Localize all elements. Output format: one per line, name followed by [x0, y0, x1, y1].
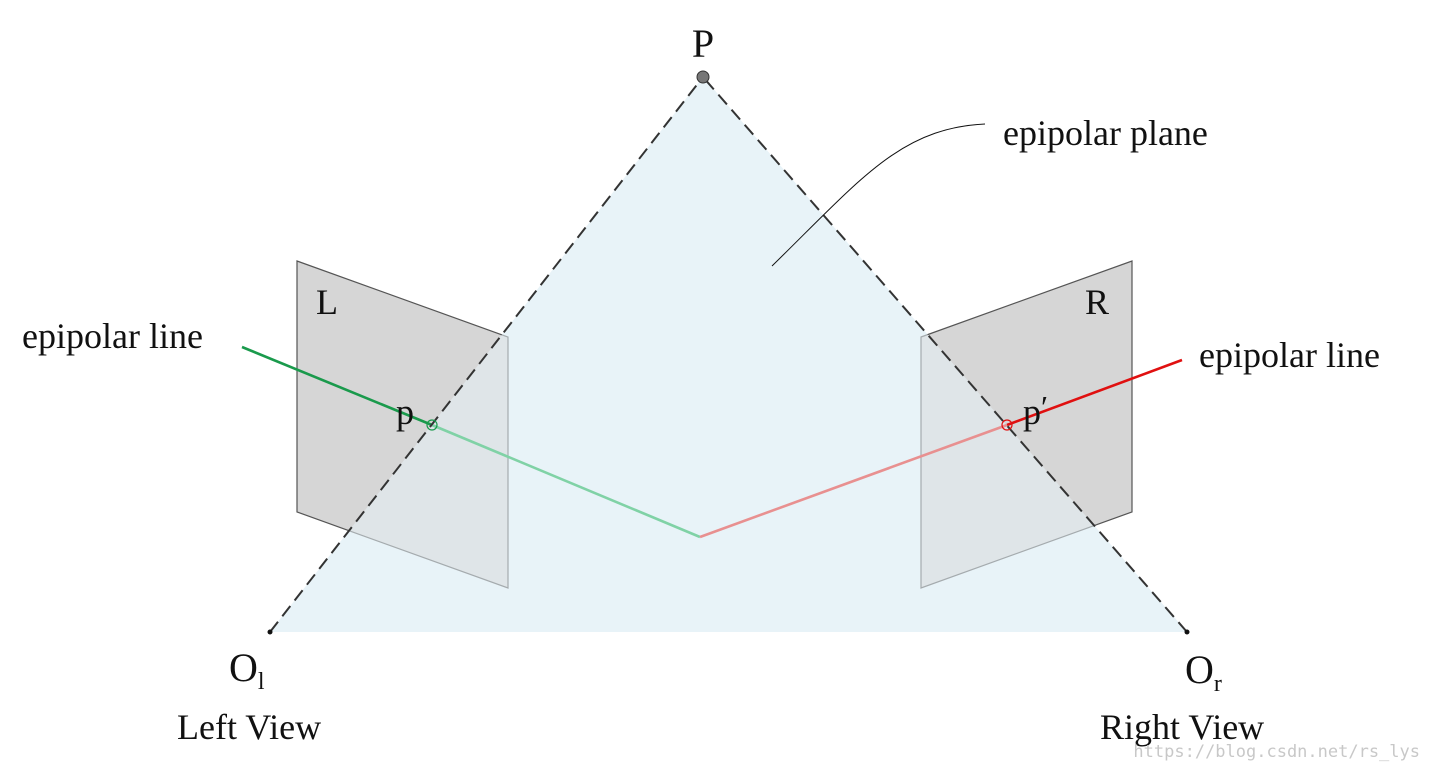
- left-image-point-label: p: [396, 392, 414, 432]
- left-ray: [269, 76, 704, 633]
- left-epipolar-line: [241, 345, 433, 427]
- right-view-label: Right View: [1100, 707, 1264, 747]
- right-center-label: Or: [1185, 647, 1222, 697]
- point-p-label: P: [692, 21, 714, 66]
- right-epipolar-line-label: epipolar line: [1199, 335, 1380, 375]
- right-ray: [702, 76, 1188, 633]
- left-plane-label: L: [316, 282, 338, 322]
- left-center-marker: [267, 629, 273, 635]
- right-epipolar-line-projection: [699, 423, 1008, 539]
- right-center-marker: [1184, 629, 1190, 635]
- point-p-marker: [696, 70, 710, 84]
- epipolar-plane-overlay: [270, 77, 1187, 632]
- right-image-point-marker: [1001, 419, 1013, 431]
- right-plane-label: R: [1085, 282, 1109, 322]
- right-epipolar-line: [1006, 358, 1183, 427]
- left-view-label: Left View: [177, 707, 321, 747]
- right-image-point-label: p′: [1023, 389, 1048, 432]
- left-epipolar-line-label: epipolar line: [22, 316, 203, 356]
- left-epipolar-line-projection: [431, 423, 701, 539]
- epipolar-plane-leader: [771, 123, 986, 267]
- left-image-point-marker: [426, 419, 438, 431]
- watermark-url: https://blog.csdn.net/rs_lys: [1133, 742, 1420, 762]
- epipolar-plane-label: epipolar plane: [1003, 113, 1208, 153]
- left-center-label: Ol: [229, 645, 265, 695]
